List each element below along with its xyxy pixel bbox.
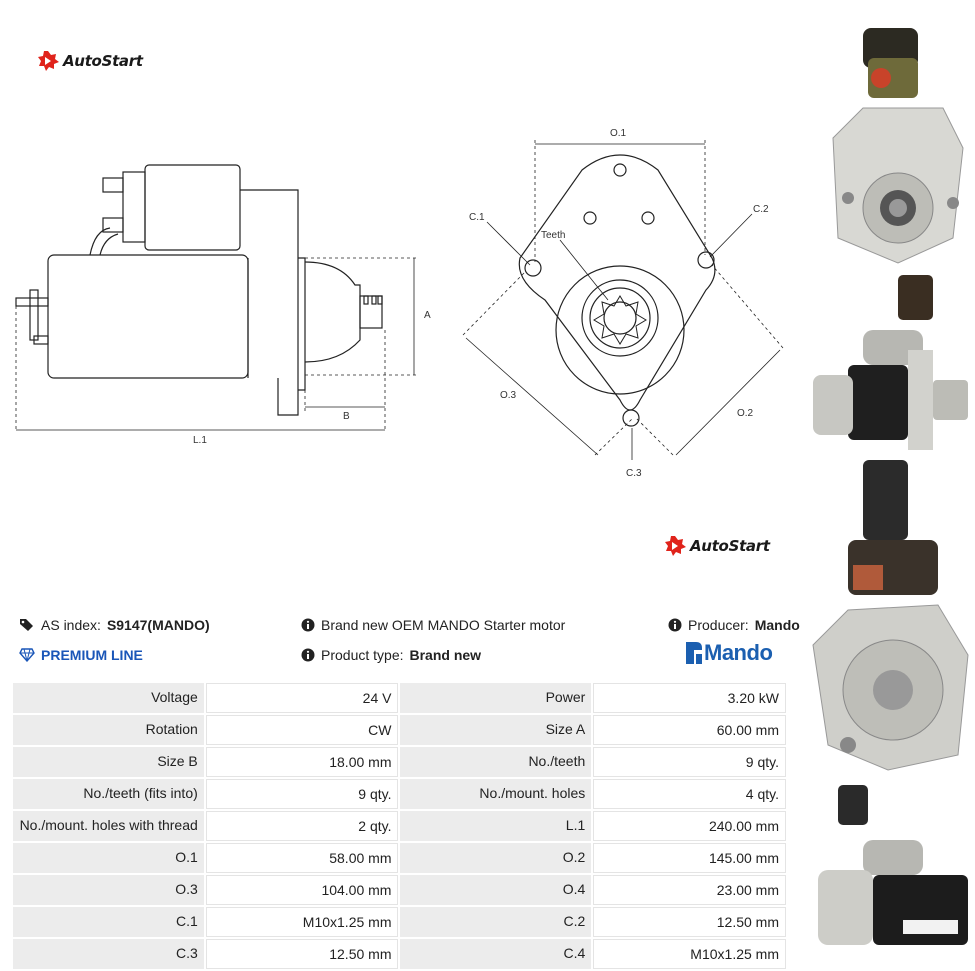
producer: Producer: Mando	[668, 617, 800, 633]
description-text: Brand new OEM MANDO Starter motor	[321, 617, 566, 633]
product-photo-angle	[812, 460, 969, 771]
spec-label: C.2	[400, 907, 592, 937]
table-row: Voltage 24 V Power 3.20 kW	[13, 683, 786, 713]
spec-value: 2 qty.	[205, 811, 399, 841]
spec-value: M10x1.25 mm	[593, 939, 786, 969]
spec-label: Rotation	[13, 715, 204, 745]
logo-text: AutoStart	[690, 537, 770, 555]
diamond-icon	[19, 648, 35, 662]
spec-label: O.2	[400, 843, 592, 873]
dim-label-teeth: Teeth	[541, 230, 565, 241]
table-row: Rotation CW Size A 60.00 mm	[13, 715, 786, 745]
dim-label-l1: L.1	[193, 435, 207, 446]
description: Brand new OEM MANDO Starter motor	[301, 617, 565, 633]
spec-label: Voltage	[13, 683, 204, 713]
spec-label: O.1	[13, 843, 204, 873]
as-index-value: S9147(MANDO)	[106, 617, 210, 633]
mando-logo: Mando	[684, 640, 773, 666]
spec-label: C.4	[400, 939, 592, 969]
spec-label: L.1	[400, 811, 592, 841]
dim-label-o3: O.3	[500, 390, 517, 401]
dim-label-c2: C.2	[753, 204, 769, 215]
spec-value: 9 qty.	[593, 747, 786, 777]
spec-value: 12.50 mm	[593, 907, 786, 937]
autostart-logo-icon	[38, 51, 59, 71]
spec-value: M10x1.25 mm	[205, 907, 399, 937]
spec-value: 24 V	[205, 683, 399, 713]
info-icon	[301, 618, 315, 632]
premium-label: PREMIUM LINE	[41, 647, 143, 663]
spec-label: Size B	[13, 747, 204, 777]
mando-logo-icon	[686, 642, 702, 664]
table-row: No./teeth (fits into) 9 qty. No./mount. …	[13, 779, 786, 809]
table-row: O.1 58.00 mm O.2 145.00 mm	[13, 843, 786, 873]
spec-value: 9 qty.	[205, 779, 399, 809]
spec-label: O.3	[13, 875, 204, 905]
table-row: C.1 M10x1.25 mm C.2 12.50 mm	[13, 907, 786, 937]
spec-value: 58.00 mm	[205, 843, 399, 873]
spec-label: C.1	[13, 907, 204, 937]
product-photo-label	[818, 785, 968, 945]
spec-value: 60.00 mm	[593, 715, 786, 745]
dim-label-c1: C.1	[469, 212, 485, 223]
premium-line: PREMIUM LINE	[19, 647, 143, 663]
product-photo-front	[832, 28, 964, 264]
product-photo-side	[813, 275, 968, 450]
spec-value: CW	[205, 715, 399, 745]
spec-value: 18.00 mm	[205, 747, 399, 777]
mando-logo-text: Mando	[704, 640, 773, 665]
dim-label-o1: O.1	[610, 128, 627, 139]
as-index-label: AS index:	[41, 617, 101, 633]
logo-text: AutoStart	[63, 52, 143, 70]
dim-label-b: B	[343, 411, 350, 422]
table-row: O.3 104.00 mm O.4 23.00 mm	[13, 875, 786, 905]
spec-label: Size A	[400, 715, 592, 745]
dim-label-a: A	[424, 310, 431, 321]
info-icon	[301, 648, 315, 662]
spec-value: 104.00 mm	[205, 875, 399, 905]
spec-label: O.4	[400, 875, 592, 905]
tags-icon	[20, 619, 33, 631]
product-type: Product type: Brand new	[301, 647, 481, 663]
table-row: No./mount. holes with thread 2 qty. L.1 …	[13, 811, 786, 841]
spec-value: 240.00 mm	[593, 811, 786, 841]
product-type-label: Product type:	[321, 647, 404, 663]
product-type-value: Brand new	[409, 647, 482, 663]
info-icon	[668, 618, 682, 632]
spec-label: Power	[400, 683, 592, 713]
autostart-logo-icon	[665, 536, 686, 556]
technical-drawing: A B L.1 O.1 O.2 O.3 C.1 C.2 C.3 Teeth	[15, 128, 784, 479]
producer-label: Producer:	[688, 617, 749, 633]
table-row: C.3 12.50 mm C.4 M10x1.25 mm	[13, 939, 786, 969]
as-index: AS index: S9147(MANDO)	[19, 617, 210, 633]
dim-label-o2: O.2	[737, 408, 754, 419]
spec-value: 145.00 mm	[593, 843, 786, 873]
autostart-logo-secondary: AutoStart	[664, 535, 770, 557]
spec-label: No./teeth (fits into)	[13, 779, 204, 809]
spec-value: 23.00 mm	[593, 875, 786, 905]
spec-label: C.3	[13, 939, 204, 969]
spec-label: No./mount. holes	[400, 779, 592, 809]
table-row: Size B 18.00 mm No./teeth 9 qty.	[13, 747, 786, 777]
spec-value: 12.50 mm	[205, 939, 399, 969]
spec-label: No./mount. holes with thread	[13, 811, 204, 841]
specs-table: Voltage 24 V Power 3.20 kW Rotation CW S…	[11, 681, 788, 971]
producer-value: Mando	[754, 617, 800, 633]
dim-label-c3: C.3	[626, 468, 642, 479]
autostart-logo: AutoStart	[37, 50, 143, 72]
spec-value: 3.20 kW	[593, 683, 786, 713]
spec-value: 4 qty.	[593, 779, 786, 809]
spec-label: No./teeth	[400, 747, 592, 777]
